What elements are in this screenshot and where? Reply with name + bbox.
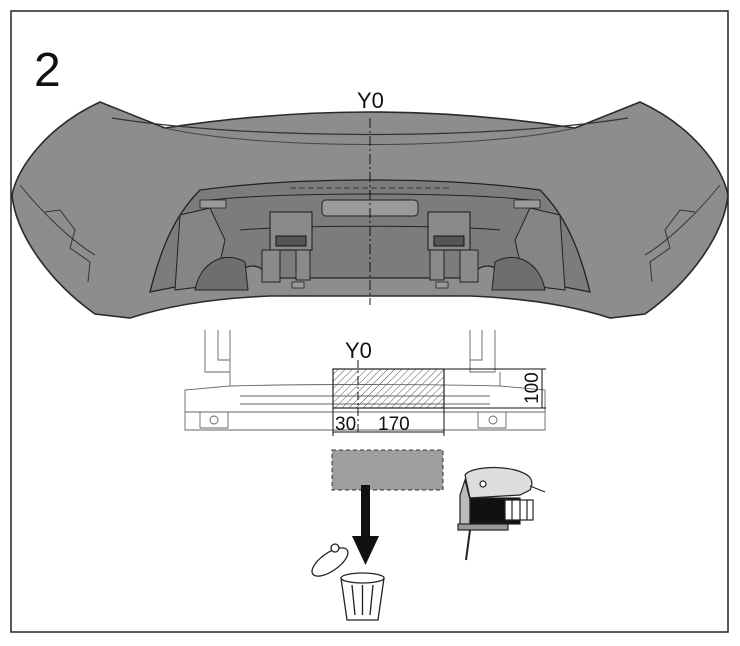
dimension-lines (332, 368, 546, 436)
detail-centerline-label: Y0 (345, 338, 372, 363)
dimension-width: 170 (378, 414, 410, 435)
dimension-offset: 30 (335, 414, 356, 435)
removed-panel-icon (331, 449, 444, 491)
cut-area (332, 368, 445, 409)
arrow-down-icon (352, 485, 379, 565)
jigsaw-icon (457, 466, 546, 561)
step-number: 2 (34, 44, 61, 97)
dimension-height: 100 (522, 372, 543, 404)
trash-bin-icon (311, 543, 385, 621)
bumper-centerline-label: Y0 (357, 88, 384, 113)
